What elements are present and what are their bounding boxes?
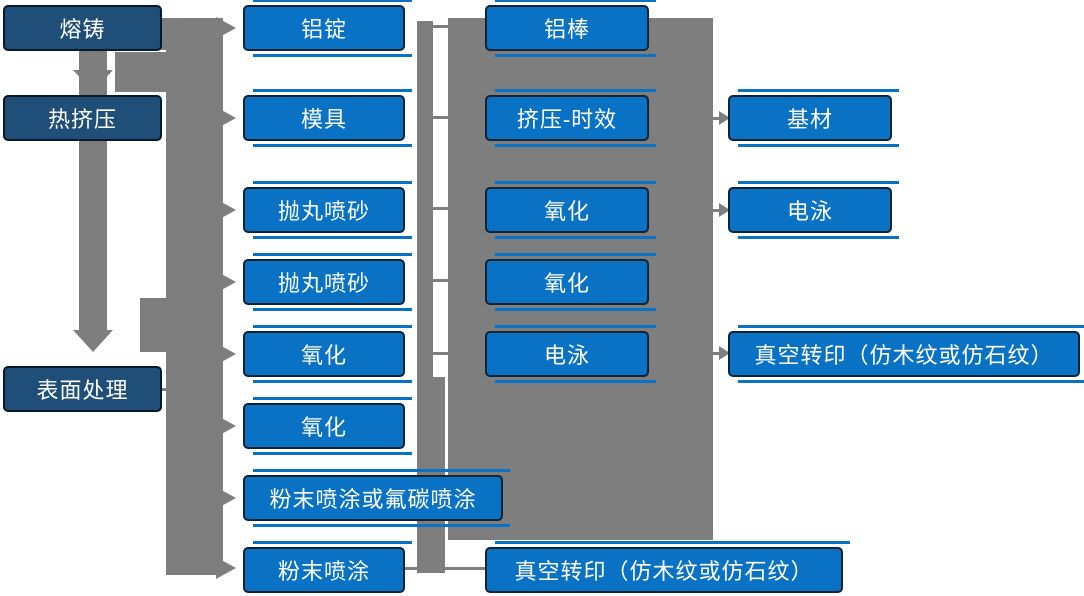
connector-tick-electrophoresis [432,352,449,355]
node-vacuum-transfer-print-1: 真空转印（仿木纹或仿石纹） [485,541,850,593]
arrow-right-to-powder-coating-icon [216,557,236,579]
connector-stem-vacuum-transfer [711,352,720,355]
node-surface-treatment: 表面处理 [3,366,162,412]
node-oxidation-3: 氧化 [485,181,656,239]
arrow-right-to-oxidation-1-icon [216,343,236,365]
arrow-right-to-substrate-icon [719,111,730,125]
node-oxidation-4: 氧化 [485,253,656,311]
arrow-right-to-vacuum-transfer-icon [719,346,730,360]
node-vacuum-transfer-print-2: 真空转印（仿木纹或仿石纹） [728,325,1084,383]
connector-bar-main-vertical [166,18,223,575]
connector-stub-surface-treatment [158,388,172,391]
node-electrophoresis-1: 电泳 [485,325,656,383]
arrow-right-to-electrophoresis-out-icon [719,203,730,217]
connector-bar-mid-vertical [417,21,433,573]
connector-tick-oxidation-3 [432,207,449,210]
node-shot-blasting-1: 抛丸喷砂 [243,181,412,239]
connector-tick-extrusion-aging [432,116,449,119]
node-oxidation-1: 氧化 [243,325,412,383]
connector-tick-aluminum-rod [432,25,449,28]
node-substrate: 基材 [728,89,899,147]
node-mold: 模具 [243,89,412,147]
connector-stem-substrate [711,117,720,120]
node-hot-extrusion: 热挤压 [3,95,162,141]
node-electrophoresis-2: 电泳 [728,181,899,239]
connector-bar-melting-down [79,47,107,330]
node-melting-casting: 熔铸 [3,5,162,51]
node-aluminum-ingot: 铝锭 [243,0,412,57]
node-oxidation-2: 氧化 [243,397,412,455]
connector-line-powder-to-vacuum [405,567,485,570]
arrow-down-to-surface-treatment-icon [73,330,113,352]
arrow-right-to-powder-fluorocarbon-icon [216,487,236,509]
node-powder-coating: 粉末喷涂 [243,541,412,593]
arrow-right-to-aluminum-ingot-icon [216,17,236,39]
node-aluminum-rod: 铝棒 [485,0,656,57]
arrow-down-to-hot-extrusion-icon [73,70,113,92]
arrow-right-to-oxidation-2-icon [216,415,236,437]
node-powder-or-fluorocarbon-coating: 粉末喷涂或氟碳喷涂 [243,469,510,527]
arrow-right-to-shot-blasting-1-icon [216,199,236,221]
connector-tick-oxidation-4 [432,279,449,282]
connector-stem-electrophoresis-out [711,209,720,212]
arrow-right-to-shot-blasting-2-icon [216,271,236,293]
node-shot-blasting-2: 抛丸喷砂 [243,253,412,311]
arrow-right-to-mold-icon [216,107,236,129]
connector-stub-melting [160,18,168,50]
node-extrusion-aging: 挤压-时效 [485,89,656,147]
